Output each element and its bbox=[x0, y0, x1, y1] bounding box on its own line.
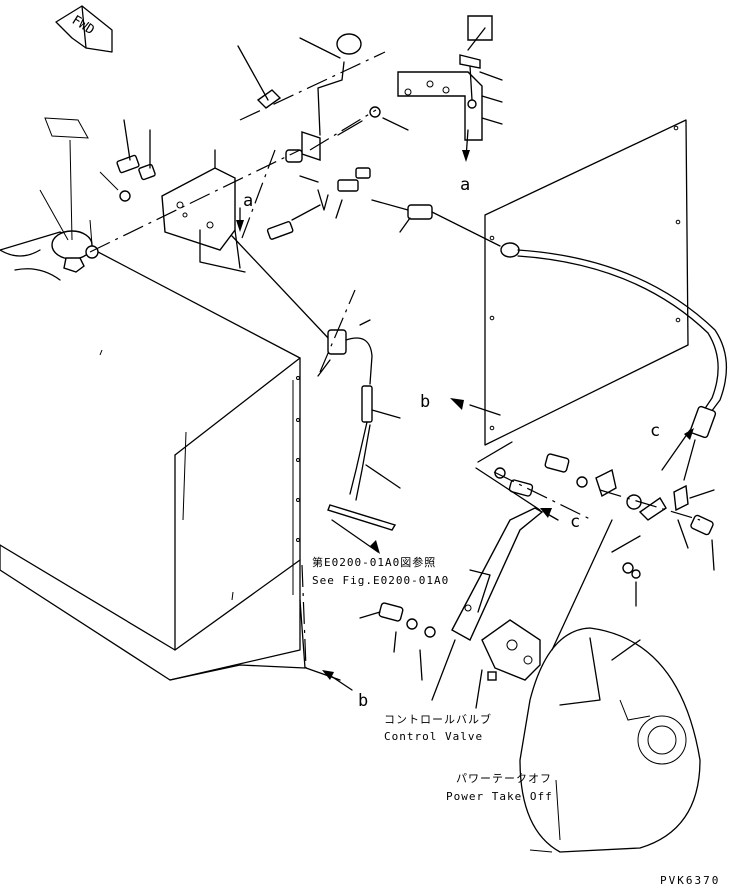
ref-letter-c-right: c bbox=[650, 421, 660, 441]
control-cable bbox=[371, 199, 728, 481]
center-lines bbox=[89, 51, 701, 681]
power-take-off-housing bbox=[519, 627, 701, 853]
tank-fittings bbox=[39, 117, 131, 273]
ref-letter-b-bottom: b bbox=[358, 691, 368, 711]
control-valve-assembly bbox=[359, 507, 544, 709]
power-take-off-label-en: Power Take Off bbox=[446, 790, 553, 803]
drawing-code: PVK6370 bbox=[660, 874, 720, 887]
mounting-bracket bbox=[116, 45, 321, 273]
ref-letter-a-left: a bbox=[243, 191, 253, 211]
lever-assembly bbox=[285, 33, 409, 219]
top-bracket bbox=[397, 15, 503, 162]
switch-harness bbox=[231, 235, 401, 554]
fwd-arrow-icon: FWD bbox=[55, 5, 113, 53]
ref-letter-c-mid: c bbox=[570, 512, 580, 532]
linkage-parts bbox=[475, 428, 715, 651]
ref-letter-b-mid: b bbox=[420, 392, 430, 412]
arrow-b-bottom bbox=[327, 673, 353, 691]
ref-note-en: See Fig.E0200-01A0 bbox=[312, 574, 449, 587]
power-take-off-label-jp: パワーテークオフ bbox=[456, 772, 552, 785]
cover-plate bbox=[450, 119, 689, 446]
control-valve-label-en: Control Valve bbox=[384, 730, 483, 743]
control-valve-label-jp: コントロールバルブ bbox=[384, 712, 492, 726]
tank-body bbox=[0, 231, 306, 681]
fwd-label: FWD bbox=[69, 13, 97, 38]
ref-letter-a-top: a bbox=[460, 175, 470, 195]
ref-note-jp: 第E0200-01A0図参照 bbox=[312, 555, 436, 569]
